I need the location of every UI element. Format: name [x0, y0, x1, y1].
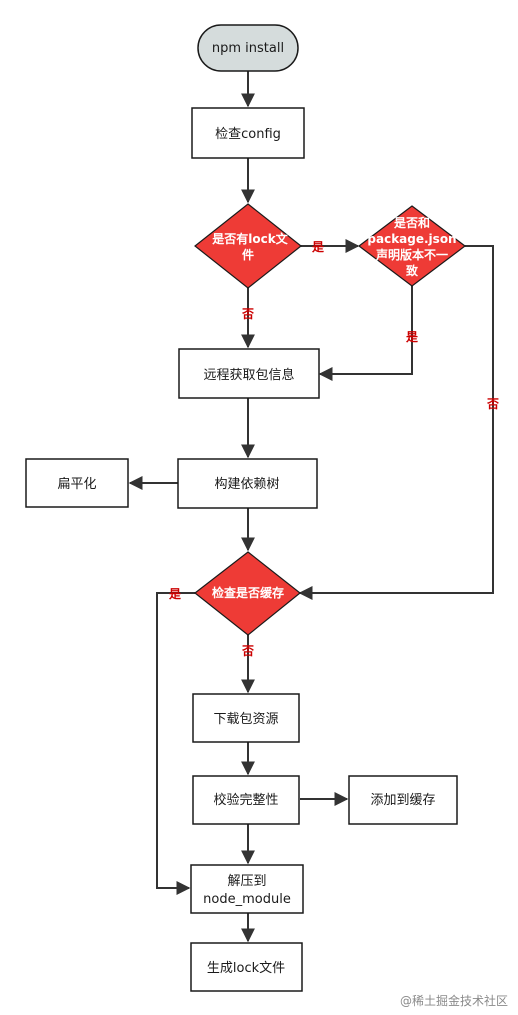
version-decision-line1: 是否和 — [393, 215, 430, 230]
lock-decision-line2: 件 — [242, 247, 254, 262]
label-version-yes: 是 — [405, 330, 419, 344]
watermark: @稀土掘金技术社区 — [399, 994, 508, 1008]
edge-cache-yes — [156, 592, 195, 895]
flatten-label: 扁平化 — [57, 477, 96, 492]
verify-label: 校验完整性 — [213, 792, 278, 808]
label-lock-yes: 是 — [311, 240, 325, 254]
fetch-remote-label: 远程获取包信息 — [203, 367, 294, 383]
label-lock-no: 否 — [241, 307, 254, 321]
add-cache-node: 添加到缓存 — [348, 775, 458, 825]
label-cache-yes: 是 — [168, 587, 182, 601]
gen-lock-node: 生成lock文件 — [190, 942, 303, 992]
label-cache-no: 否 — [241, 644, 254, 658]
edges — [128, 71, 494, 943]
cache-decision: 检查是否缓存 — [194, 551, 301, 636]
extract-label-line1: 解压到 — [227, 874, 266, 889]
edge-labels: 是 否 是 否 是 否 — [168, 240, 499, 658]
lock-decision-line1: 是否有lock文 — [211, 231, 288, 246]
lock-file-decision: 是否有lock文 件 — [194, 203, 302, 289]
gen-lock-label: 生成lock文件 — [207, 961, 285, 976]
cache-decision-label: 检查是否缓存 — [212, 585, 284, 600]
extract-label-line2: node_module — [203, 892, 291, 907]
check-config-node: 检查config — [191, 107, 305, 159]
fetch-remote-node: 远程获取包信息 — [178, 348, 320, 399]
version-decision-line3: 声明版本不一 — [375, 247, 448, 262]
build-tree-label: 构建依赖树 — [214, 477, 279, 492]
start-node-label: npm install — [212, 41, 284, 56]
start-node: npm install — [197, 24, 299, 72]
flatten-node: 扁平化 — [25, 458, 129, 508]
build-tree-node: 构建依赖树 — [177, 458, 318, 509]
version-decision: 是否和 package.json 声明版本不一 致 — [358, 205, 466, 287]
download-node: 下载包资源 — [192, 693, 300, 743]
check-config-label: 检查config — [215, 127, 281, 142]
extract-node: 解压到 node_module — [190, 864, 304, 914]
label-version-no: 否 — [486, 397, 499, 411]
version-decision-line2: package.json — [367, 232, 456, 246]
add-cache-label: 添加到缓存 — [370, 793, 435, 808]
edge-version-yes — [318, 286, 413, 381]
download-label: 下载包资源 — [213, 712, 278, 727]
version-decision-line4: 致 — [406, 263, 419, 278]
verify-node: 校验完整性 — [192, 775, 300, 825]
edge-version-no — [298, 245, 494, 600]
